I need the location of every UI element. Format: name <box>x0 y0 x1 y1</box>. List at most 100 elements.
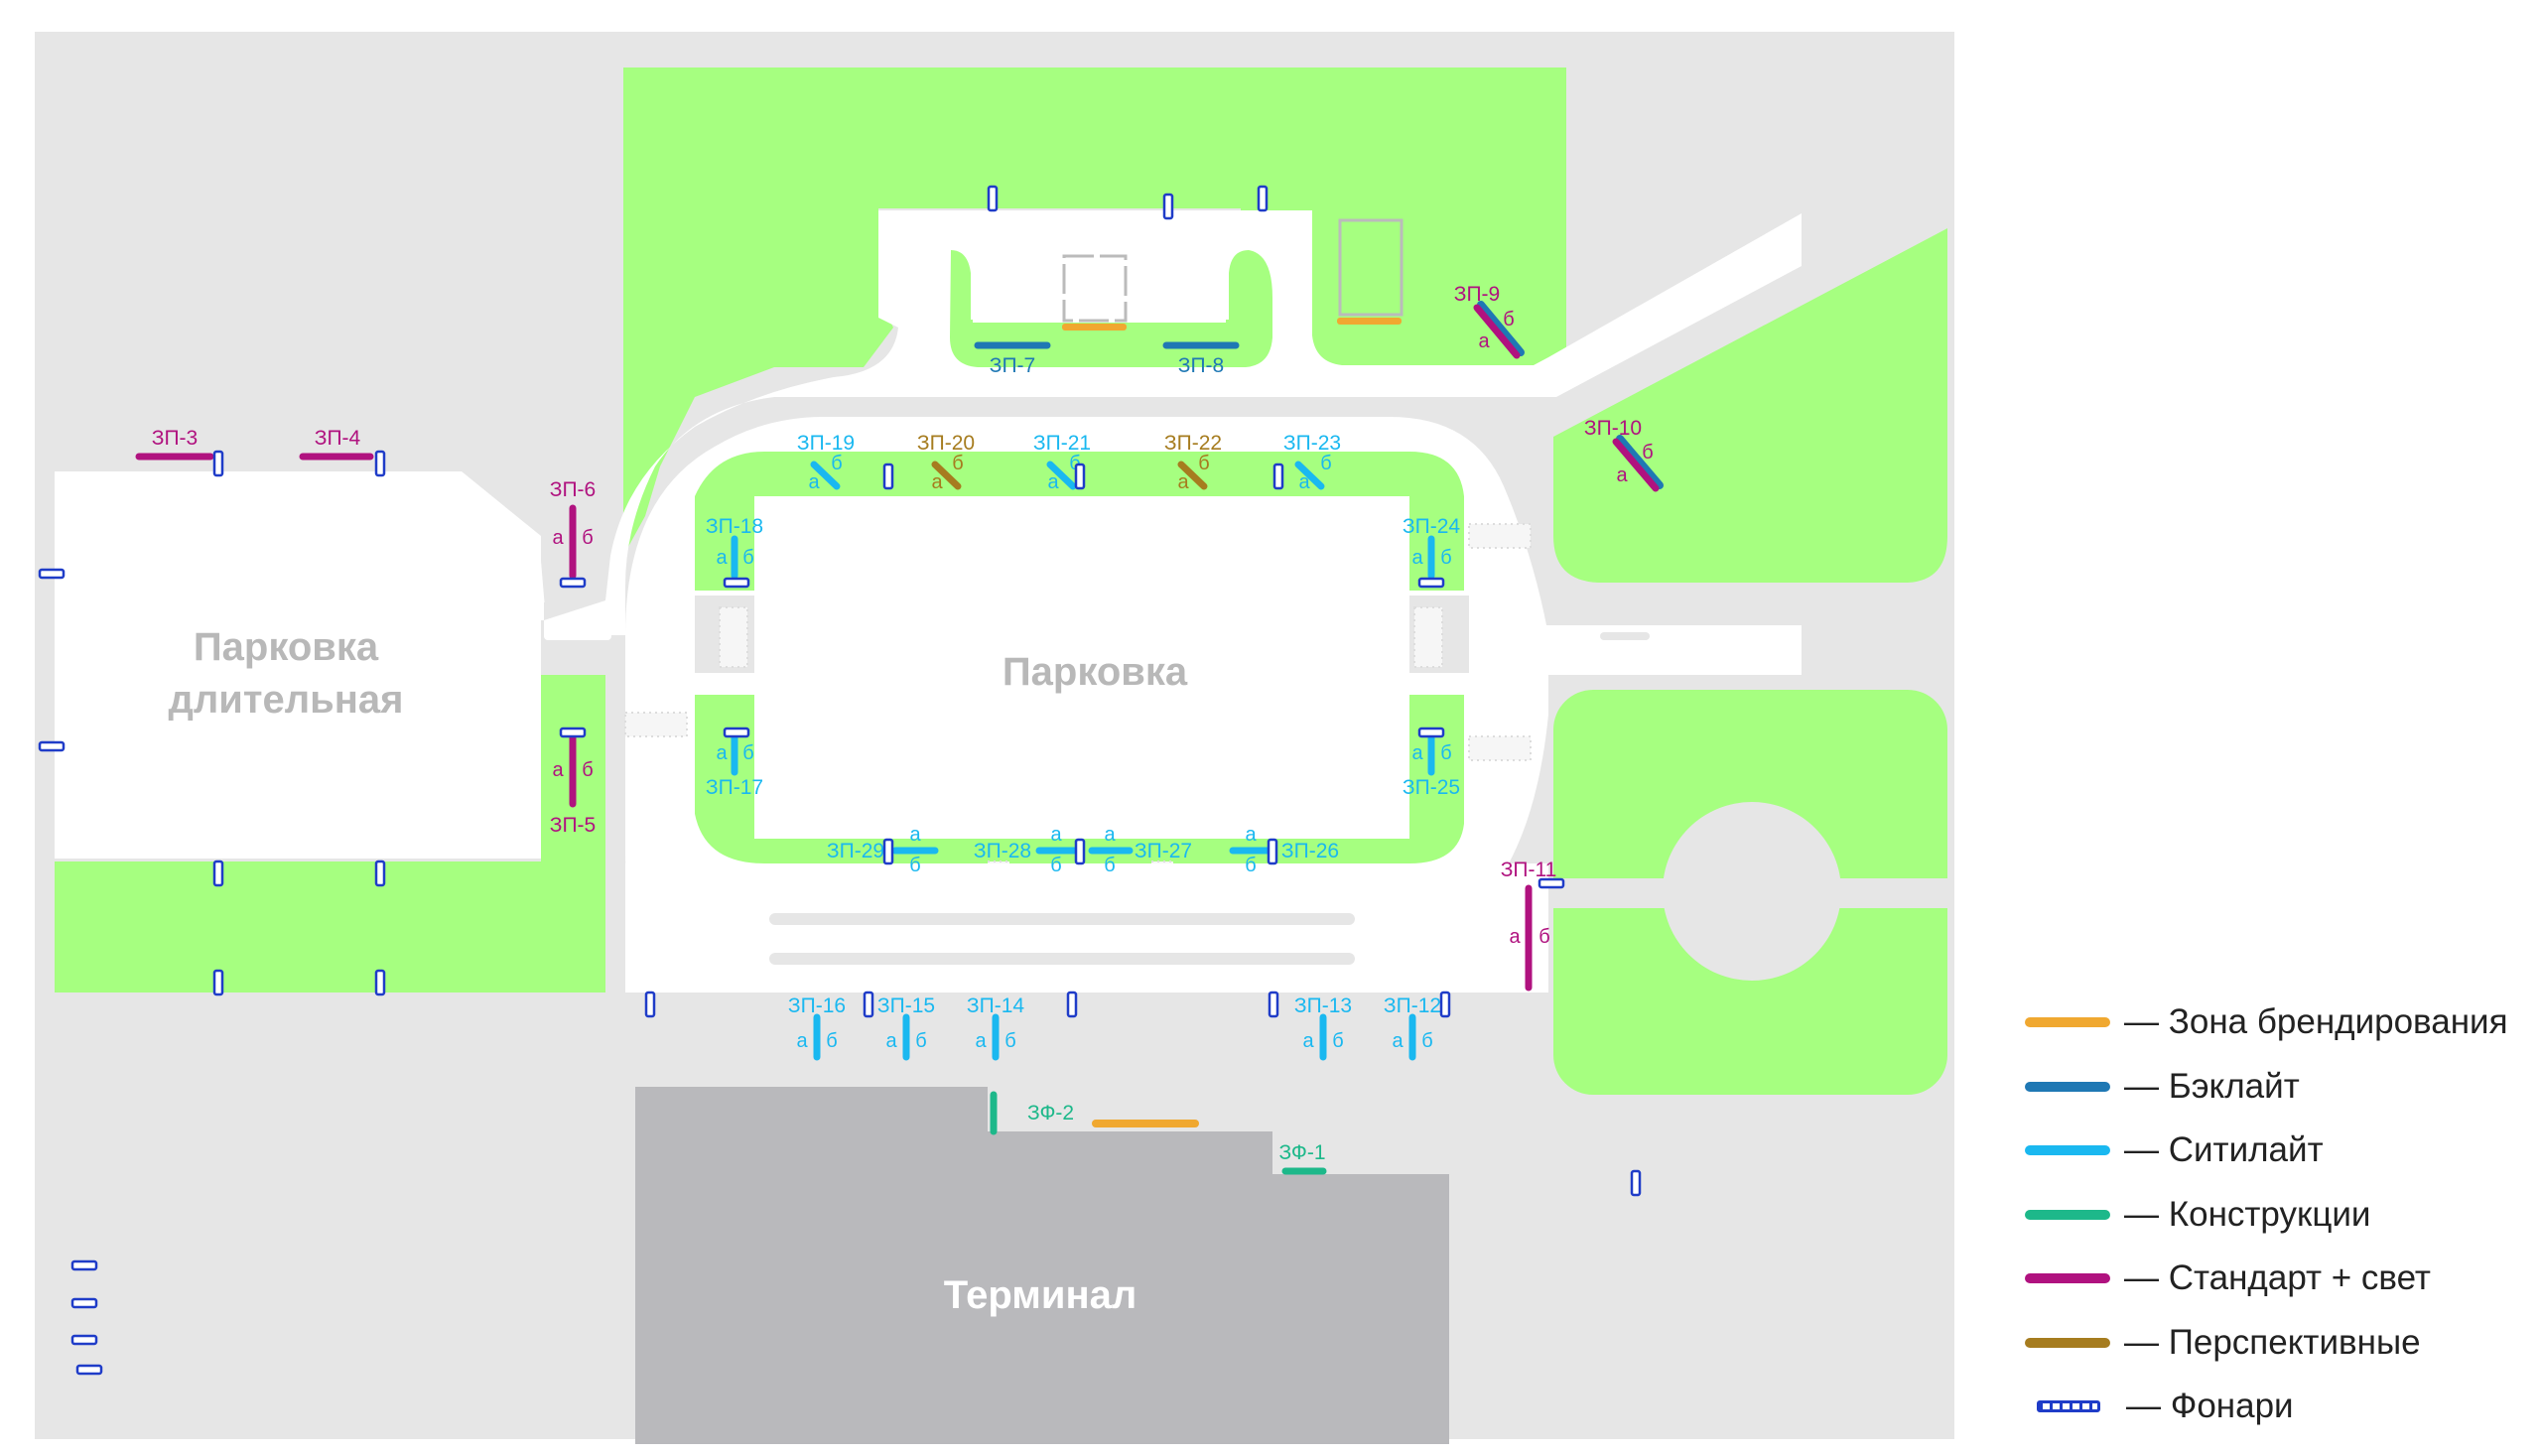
side-b-label: б <box>1245 855 1256 876</box>
lamp-icon <box>1267 838 1278 865</box>
side-a-label: а <box>931 471 943 493</box>
side-b-label: б <box>1069 453 1080 474</box>
lamp-icon <box>374 450 386 477</box>
side-b-label: б <box>826 1030 837 1052</box>
ad-point-bar-ЗП-22 <box>1177 461 1208 490</box>
lamp-icon <box>70 1297 98 1309</box>
side-b-label: б <box>582 527 593 549</box>
long-term-parking-label-2: длительная <box>169 678 404 722</box>
legend-swatch <box>2025 1017 2110 1027</box>
lamp-icon <box>723 577 750 589</box>
ad-point-label: ЗП-21 <box>1033 432 1091 455</box>
ad-point-label: ЗП-19 <box>797 432 855 455</box>
side-b-label: б <box>1332 1030 1343 1052</box>
side-a-label: а <box>716 547 728 569</box>
ad-point-bar-ЗП-21 <box>1046 461 1077 490</box>
ad-point-ЗФ-1[interactable]: ЗФ-1 <box>1278 1141 1327 1175</box>
ad-point-ЗП-4[interactable]: ЗП-4 <box>299 427 374 461</box>
lamp-icon <box>644 991 656 1018</box>
legend-label: — Фонари <box>2126 1387 2294 1425</box>
lamp-icon <box>374 860 386 887</box>
ad-point-ЗП-3[interactable]: ЗП-3 <box>135 427 214 461</box>
ad-point-bar-ЗП-20 <box>931 461 962 490</box>
lamp-icon <box>1630 1169 1642 1197</box>
side-b-label: б <box>1320 453 1331 474</box>
legend-label: — Ситилайт <box>2124 1130 2324 1169</box>
legend-item-lamps: — Фонари <box>2025 1387 2294 1426</box>
side-a-label: а <box>1411 547 1423 569</box>
side-b-label: б <box>831 453 842 474</box>
lamp-icon <box>1417 577 1445 589</box>
branding-terminal <box>1092 1120 1199 1127</box>
side-a-label: а <box>1047 471 1059 493</box>
lane-divider-2 <box>769 953 1355 965</box>
side-a-label: а <box>1478 331 1490 352</box>
legend-item-citylight: — Ситилайт <box>2025 1130 2324 1170</box>
grass-east-top <box>1553 228 1947 583</box>
ad-point-label: ЗП-24 <box>1403 515 1460 538</box>
crosswalk-1 <box>719 606 748 668</box>
side-a-label: а <box>1392 1030 1404 1052</box>
ad-point-ЗФ-2[interactable]: ЗФ-2 <box>990 1091 1074 1135</box>
lamp-icon <box>374 969 386 996</box>
side-a-label: а <box>716 742 728 764</box>
ad-point-label: ЗП-17 <box>706 776 763 799</box>
legend-item-backlight: — Бэклайт <box>2025 1067 2300 1107</box>
ad-point-label: ЗП-13 <box>1294 994 1352 1017</box>
legend-label: — Бэклайт <box>2124 1066 2300 1106</box>
side-b-label: б <box>742 742 753 764</box>
side-b-label: б <box>1104 855 1115 876</box>
long-term-parking-area <box>55 471 546 620</box>
lamp-icon <box>212 860 224 887</box>
roundabout <box>1663 802 1841 981</box>
ad-point-label: ЗП-26 <box>1281 840 1339 862</box>
lamp-icon <box>559 577 587 589</box>
lamp-icon <box>1162 193 1174 220</box>
ad-point-bar-ЗП-23 <box>1294 461 1325 490</box>
side-a-label: а <box>1050 824 1062 846</box>
side-a-label: а <box>552 759 564 781</box>
side-b-label: б <box>915 1030 926 1052</box>
lamp-icon <box>2037 1400 2100 1412</box>
lamps-layer <box>38 185 1642 1376</box>
ad-point-ЗП-21[interactable]: ЗП-21 аб <box>1033 432 1091 493</box>
north-pocket-fill <box>973 253 1226 323</box>
lamp-icon <box>882 838 894 865</box>
crosswalk-4 <box>1468 523 1532 549</box>
long-term-parking-label-1: Парковка <box>194 625 379 669</box>
ad-point-label: ЗФ-2 <box>1027 1102 1074 1125</box>
side-b-label: б <box>1421 1030 1432 1052</box>
lamp-icon <box>1268 991 1279 1018</box>
terminal-label: Терминал <box>944 1273 1137 1317</box>
ad-point-ЗП-8[interactable]: ЗП-8 <box>1162 341 1240 377</box>
lamp-icon <box>212 969 224 996</box>
east-road <box>1543 625 1802 675</box>
ad-point-ЗП-9[interactable]: ЗП-9аб <box>1454 283 1525 359</box>
lamp-icon <box>1538 877 1565 889</box>
ad-point-ЗП-7[interactable]: ЗП-7 <box>974 341 1051 377</box>
legend-item-standard: — Стандарт + свет <box>2025 1258 2431 1298</box>
road-mark-diag <box>1594 341 1637 369</box>
